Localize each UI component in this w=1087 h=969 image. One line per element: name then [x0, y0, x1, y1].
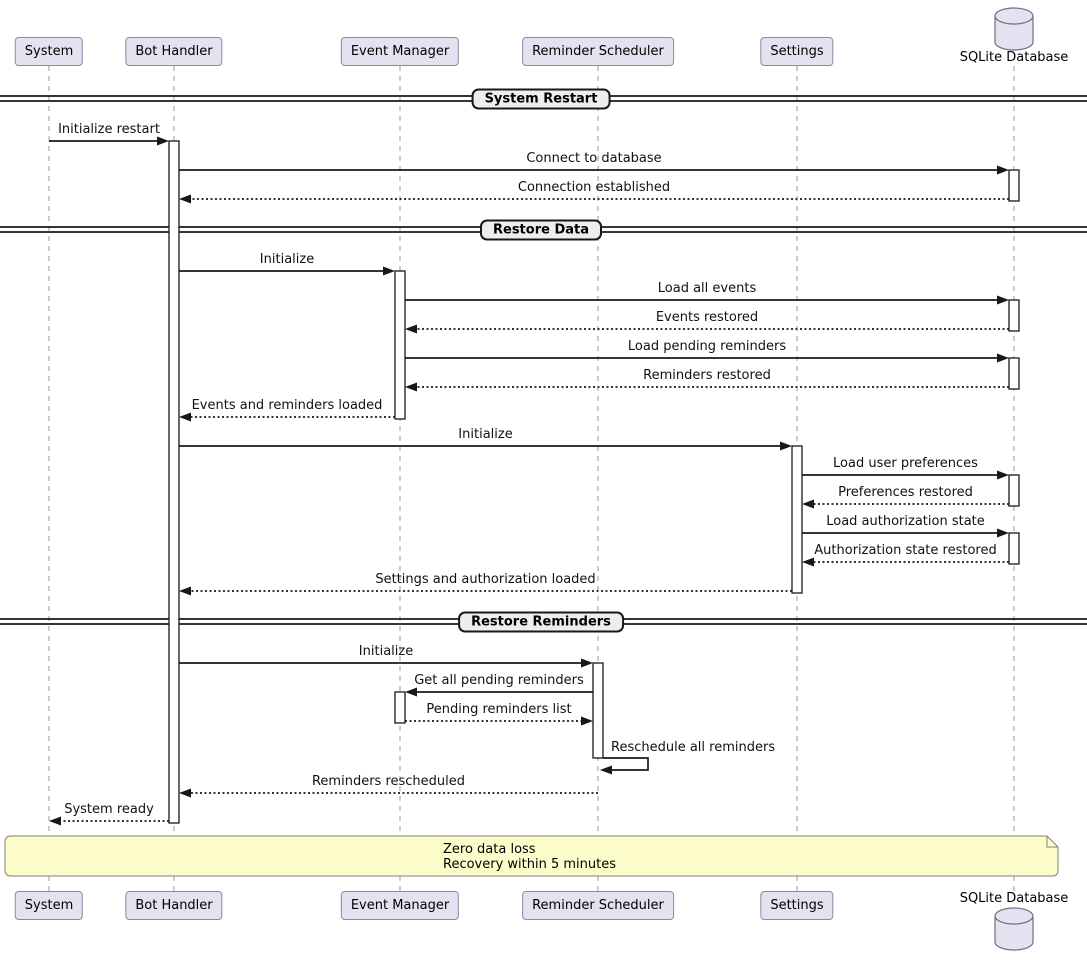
activation-bar-event-manager: [394, 270, 406, 420]
message-arrowhead: [383, 266, 395, 276]
self-message-arrowhead: [600, 765, 612, 775]
message-arrowhead: [581, 716, 593, 726]
message-arrowhead: [49, 816, 61, 826]
message-arrowhead: [157, 136, 169, 146]
message-arrowhead: [179, 194, 191, 204]
message-arrowhead: [405, 324, 417, 334]
message-arrowhead: [179, 788, 191, 798]
message-arrowhead: [405, 382, 417, 392]
activation-bar-sqlite-database: [1008, 474, 1020, 507]
database-icon-top: [994, 7, 1034, 25]
message-arrowhead: [179, 586, 191, 596]
database-icon-bottom: [994, 916, 1034, 951]
message-arrowhead: [780, 441, 792, 451]
message-arrowhead: [179, 412, 191, 422]
note-background: [4, 835, 1059, 877]
activation-bar-settings: [791, 445, 803, 594]
message-arrowhead: [405, 687, 417, 697]
message-arrowhead: [581, 658, 593, 668]
activation-bar-reminder-scheduler: [592, 662, 604, 759]
activation-bar-event-manager: [394, 691, 406, 724]
message-arrowhead: [997, 470, 1009, 480]
message-arrowhead: [997, 353, 1009, 363]
message-arrowhead: [802, 557, 814, 567]
note-fold-corner: [1046, 836, 1058, 848]
activation-bar-sqlite-database: [1008, 169, 1020, 202]
activation-bar-sqlite-database: [1008, 532, 1020, 565]
self-message-line: [602, 757, 649, 771]
message-arrowhead: [997, 295, 1009, 305]
database-icon-bottom: [994, 907, 1034, 925]
message-arrowhead: [997, 528, 1009, 538]
activation-bar-sqlite-database: [1008, 357, 1020, 390]
activation-bar-bot-handler: [168, 140, 180, 824]
message-arrowhead: [802, 499, 814, 509]
activation-bar-sqlite-database: [1008, 299, 1020, 332]
database-icon-top: [994, 16, 1034, 51]
message-arrowhead: [997, 165, 1009, 175]
